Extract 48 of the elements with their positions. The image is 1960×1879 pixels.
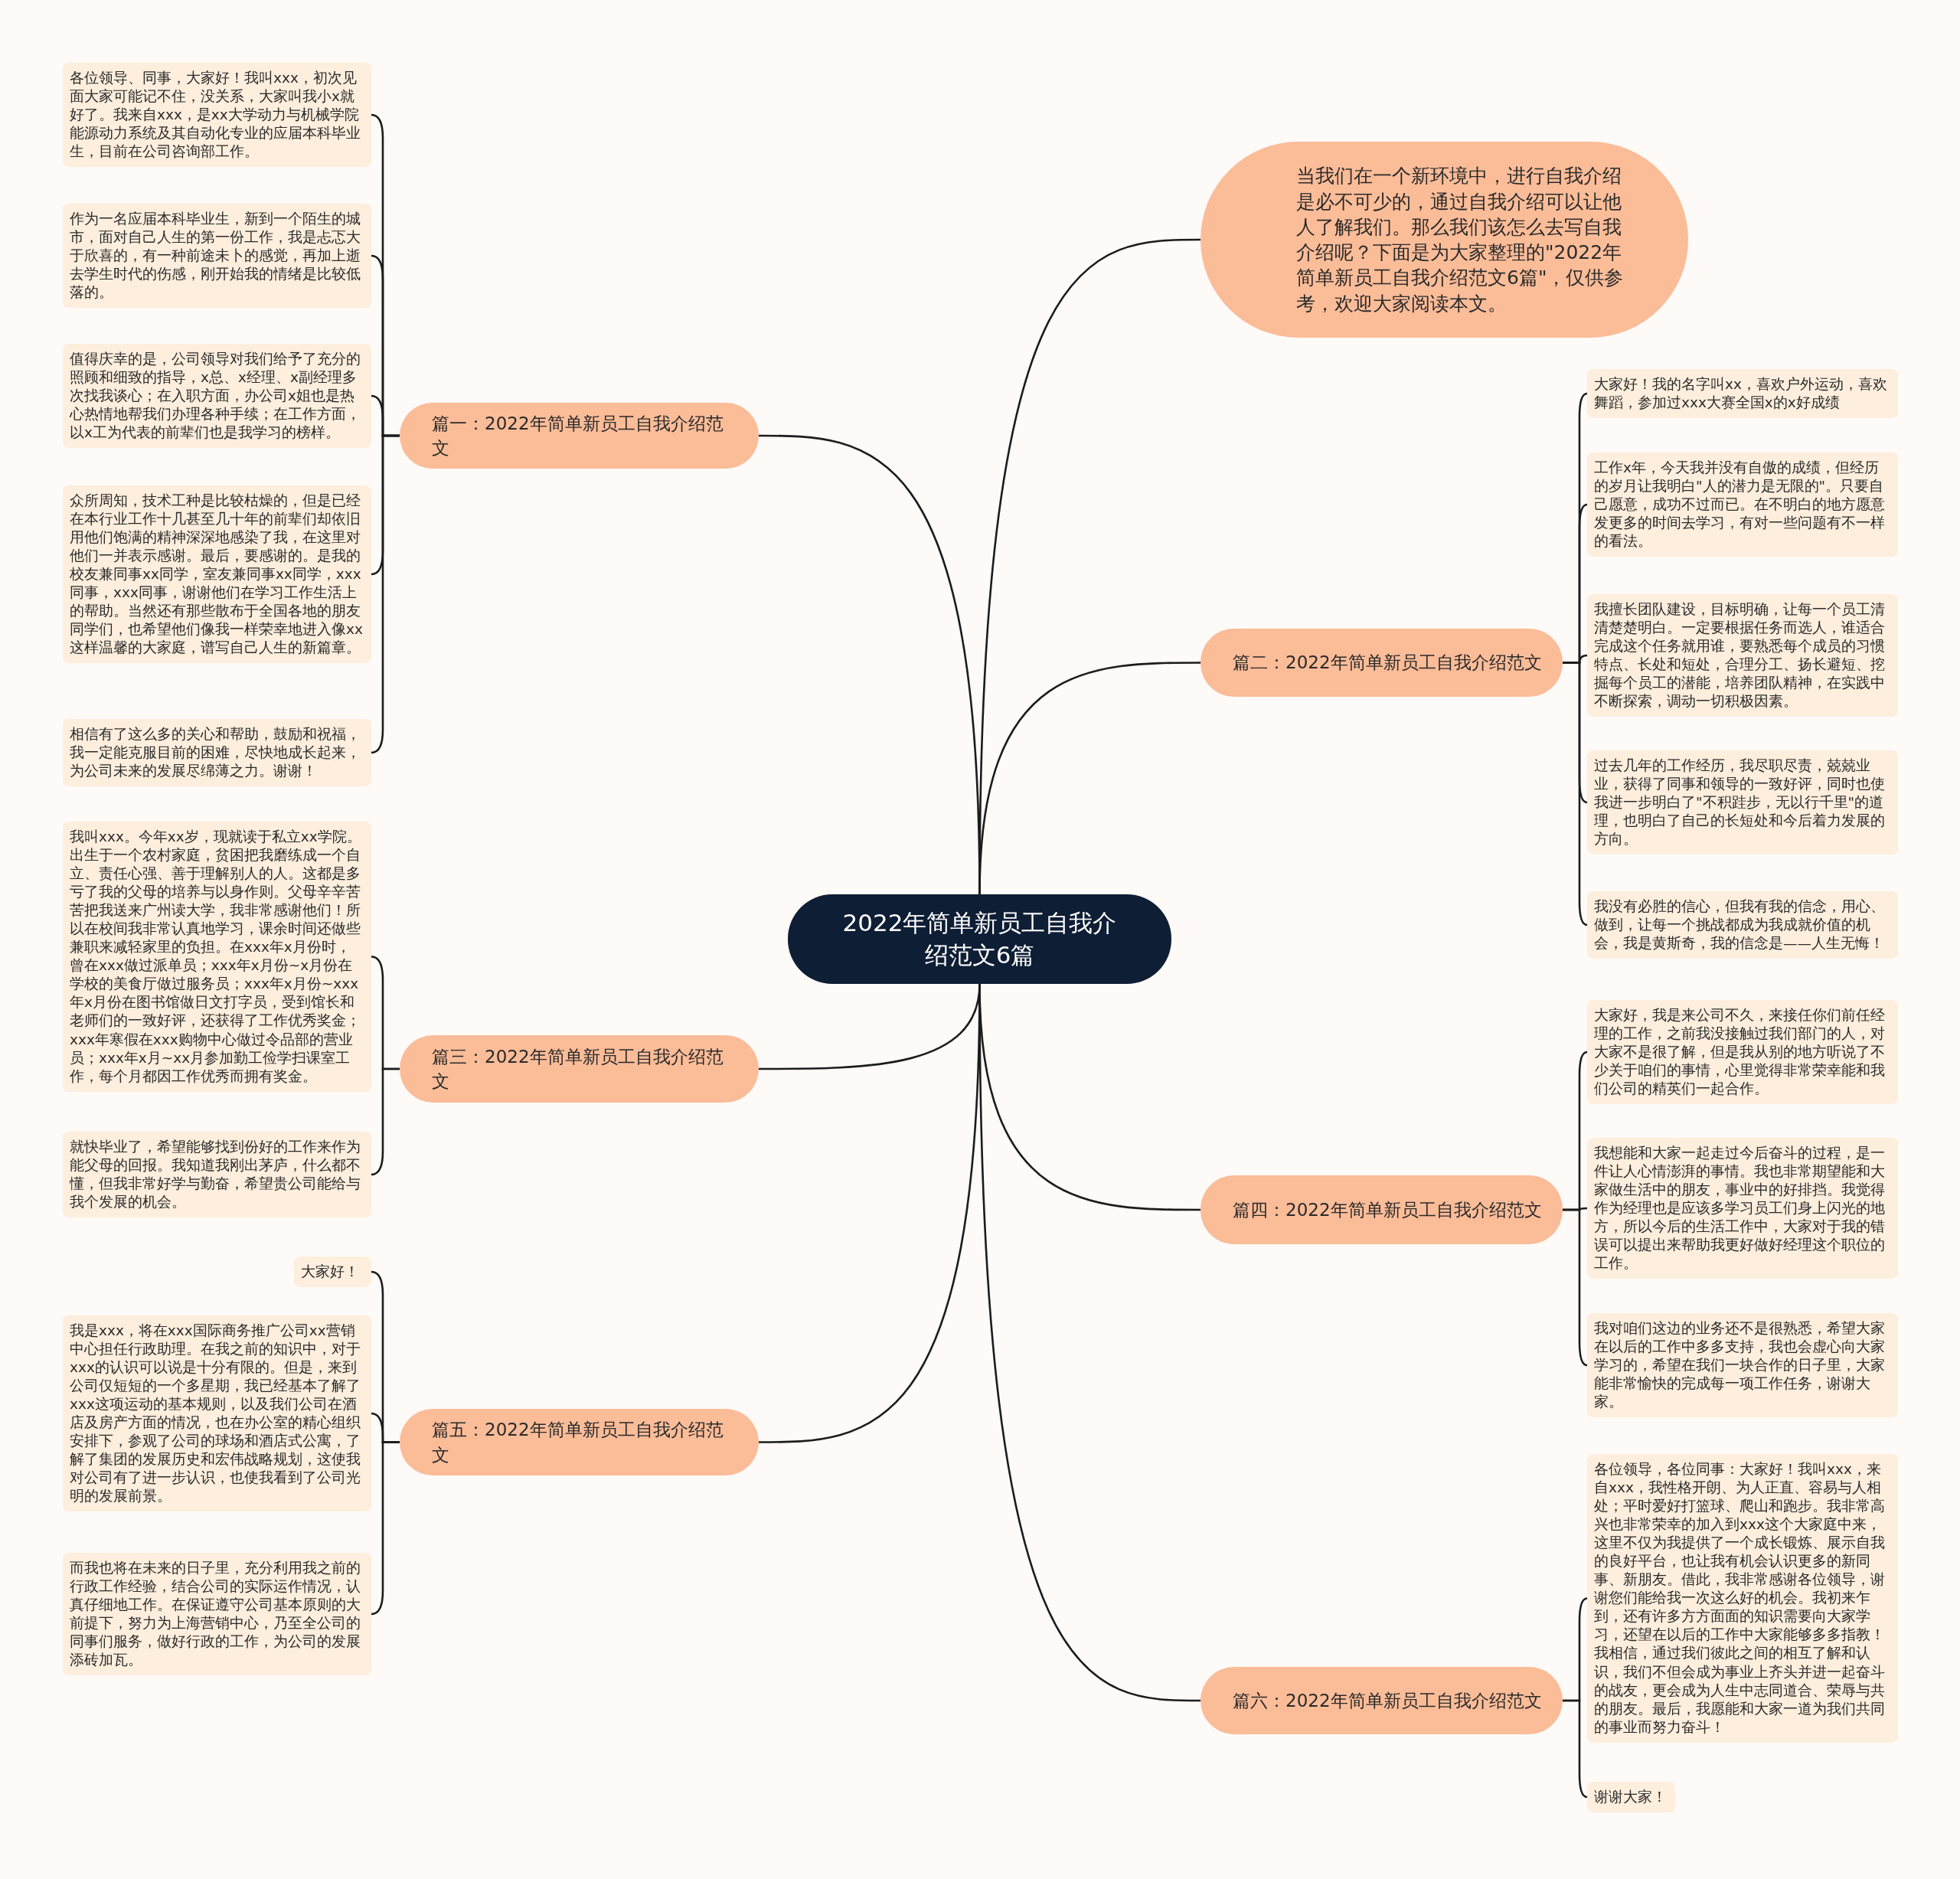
topic-text: 2022年简单新员工自我介绍范文6篇	[841, 907, 1118, 970]
leaf-note-card	[1587, 750, 1898, 855]
topic-text: 篇二：2022年简单新员工自我介绍范文	[1233, 652, 1542, 675]
leaf-note-card	[1587, 453, 1898, 557]
connector-line	[371, 434, 400, 754]
leaf-note-card	[63, 344, 371, 449]
topic-text: 大家好！	[301, 1263, 360, 1281]
leaf-note-card	[1587, 369, 1898, 419]
leaf-note-card	[1587, 1782, 1675, 1813]
leaf-note-card	[63, 1132, 371, 1218]
topic-text: 我擅长团队建设，目标明确，让每一个员工清清楚楚明白。一定要根据任务而选人，谁适合完成这个任务就用谁，要熟悉每个成员的习惯特点、长处和短处，合理分工、扬长避短、挖掘每个员工的潜能，培养团队精神，在实践中不断探索，调动一切积极因素。	[1594, 600, 1886, 711]
topic-text: 篇四：2022年简单新员工自我介绍范文	[1233, 1198, 1542, 1221]
topic-text: 就快毕业了，希望能够找到份好的工作来作为能父母的回报。我知道我刚出茅庐，什么都不懂，但我非常好学与勤奋，希望贵公司能给与我个发展的机会。	[70, 1138, 361, 1212]
topic-text: 我是xxx，将在xxx国际商务推广公司xx营销中心担任行政助理。在我之前的知识中，对于xxx的认识可以说是十分有限的。但是，来到公司仅短短的一个多星期，我已经基本了解了xxx这项运动的基本规则，以及我们公司在酒店及房产方面的情况，也在办公室的精心组织安排下，参观了公司的球场和酒店式公寓，了解了集团的发展历史和宏伟战略规划，这使我对公司有了进一步认识，也使我看到了公司光明的发展前景。	[70, 1322, 361, 1506]
topic-text: 工作x年，今天我并没有自傲的成绩，但经历的岁月让我明白"人的潜力是无限的"。只要自己愿意，成功不过而已。在不明白的地方愿意发更多的时间去学习，有对一些问题有不一样的看法。	[1594, 459, 1886, 551]
topic-text: 众所周知，技术工种是比较枯燥的，但是已经在本行业工作十几甚至几十年的前辈们却依旧用他们饱满的精神深深地感染了我，在这里对他们一并表示感谢。最后，要感谢的。是我的校友兼同事xx同学，室友兼同事xx同学，xxx同事，xxx同事，谢谢他们在学习工作生活上的帮助。当然还有那些散布于全国各地的朋友同学们，也希望他们像我一样荣幸地进入像xx这样温馨的大家庭，谱写自己人生的新篇章。	[70, 492, 364, 658]
topic-text: 我对咱们这边的业务还不是很熟悉，希望大家在以后的工作中多多支持，我也会虚心向大家学习的，希望在我们一块合作的日子里，大家能非常愉快的完成每一项工作任务，谢谢大家。	[1594, 1319, 1886, 1412]
leaf-note-card	[63, 719, 371, 787]
topic-text: 作为一名应届本科毕业生，新到一个陌生的城市，面对自己人生的第一份工作，我是忐忑大于欣喜的，有一种前途未卜的感觉，再加上逝去学生时代的伤感，刚开始我的情绪是比较低落的。	[70, 210, 361, 302]
topic-text: 我没有必胜的信心，但我有我的信念，用心、做到，让每一个挑战都成为我成就价值的机会，我是黄斯奇，我的信念是——人生无悔！	[1594, 897, 1886, 953]
topic-text: 而我也将在未来的日子里，充分利用我之前的行政工作经验，结合公司的实际运作情况，认真仔细地工作。在保证遵守公司基本原则的大前提下，努力为上海营销中心，乃至全公司的同事们服务，做好行政的工作，为公司的发展添砖加瓦。	[70, 1559, 361, 1670]
connector-line	[1563, 1699, 1588, 1799]
leaf-note-card	[63, 204, 371, 309]
topic-text: 我叫xxx。今年xx岁，现就读于私立xx学院。出生于一个农村家庭，贫困把我磨练成一个自立、责任心强、善于理解别人的人。这都是多亏了我的父母的培养与以身作则。父母辛辛苦苦把我送来广州读大学，我非常感谢他们！所以在校间我非常认真地学习，课余时间还做些兼职来减轻家里的负担。在xxx年x月份时，曾在xxx做过派单员；xxx年x月份~x月份在学校的美食厅做过服务员；xxx年x月份~xxx年x月份在图书馆做日文打字员，受到馆长和老师们的一致好评，还获得了工作优秀奖金；xxx年寒假在xxx购物中心做过令品部的营业员；xxx年x月~xx月参加勤工俭学扫课室工作，每个月都因工作优秀而拥有奖金。	[70, 828, 362, 1086]
leaf-note-card	[294, 1256, 371, 1288]
topic-text: 值得庆幸的是，公司领导对我们给予了充分的照顾和细致的指导，x总、x经理、x副经理多次找我谈心；在入职方面，办公司x姐也是热心热情地帮我们办理各种手续；在工作方面，以x工为代表的前辈们也是我学习的榜样。	[70, 350, 361, 443]
topic-text: 我想能和大家一起走过今后奋斗的过程，是一件让人心情澎湃的事情。我也非常期望能和大家做生活中的朋友，事业中的好排挡。我觉得作为经理也是应该多学习员工们身上闪光的地方，所以今后的生活工作中，大家对于我的错误可以提出来帮助我更好做好经理这个职位的工作。	[1594, 1144, 1886, 1273]
leaf-note-card	[63, 63, 371, 168]
leaf-note-card	[1587, 594, 1898, 717]
connector-line	[371, 1067, 400, 1176]
topic-text: 大家好，我是来公司不久，来接任你们前任经理的工作，之前我没接触过我们部门的人，对大家不是很了解，但是我从别的地方听说了不少关于咱们的事情，心里觉得非常荣幸能和我们公司的精英们一起合作。	[1594, 1006, 1886, 1099]
topic-text: 过去几年的工作经历，我尽职尽责，兢兢业业，获得了同事和领导的一致好评，同时也使我进一步明白了"不积跬步，无以行千里"的道理，也明白了自己的长短处和今后着力发展的方向。	[1594, 757, 1886, 849]
connector-line	[1563, 1208, 1588, 1367]
topic-text: 各位领导、同事，大家好！我叫xxx，初次见面大家可能记不住，没关系，大家叫我小x就好了。我来自xxx，是xx大学动力与机械学院能源动力系统及其自动化专业的应届本科毕业生，目前在公司咨询部工作。	[70, 69, 361, 162]
connector-line	[371, 1441, 400, 1616]
topic-text: 大家好！我的名字叫xx，喜欢户外运动，喜欢舞蹈，参加过xxx大赛全国x的x好成绩	[1594, 375, 1888, 413]
topic-text: 相信有了这么多的关心和帮助，鼓励和祝福，我一定能克服目前的困难，尽快地成长起来，为公司未来的发展尽绵薄之力。谢谢！	[70, 725, 361, 781]
topic-text: 篇五：2022年简单新员工自我介绍范文	[432, 1419, 724, 1466]
topic-text: 篇一：2022年简单新员工自我介绍范文	[432, 412, 724, 459]
leaf-note-card	[1587, 1313, 1898, 1418]
leaf-note-card	[1587, 1000, 1898, 1105]
topic-text: 当我们在一个新环境中，进行自我介绍是必不可少的，通过自我介绍可以让他人了解我们。那么我们该怎么去写自我介绍呢？下面是为大家整理的"2022年简单新员工自我介绍范文6篇"，仅供参考，欢迎大家阅读本文。	[1296, 164, 1625, 316]
connector-line	[978, 662, 1200, 895]
topic-text: 谢谢大家！	[1594, 1788, 1668, 1806]
topic-text: 各位领导，各位同事：大家好！我叫xxx，来自xxx，我性格开朗、为人正直、容易与人相处；平时爱好打篮球、爬山和跑步。我非常高兴也非常荣幸的加入到xxx这个大家庭中来，这里不仅为我提供了一个成长锻炼、展示自我的良好平台，也让我有机会认识更多的新同事、新朋友。借此，我非常感谢各位领导，谢谢您们能给我一次这么好的机会。我初来乍到，还有许多方方面面的知识需要向大家学习，还望在以后的工作中大家能够多多指教！我相信，通过我们彼此之间的相互了解和认识，我们不但会成为事业上齐头并进一起奋斗的战友，更会成为人生中志同道合、荣辱与共的朋友。最后，我愿能和大家一道为我们共同的事业而努力奋斗！	[1594, 1460, 1886, 1737]
topic-text: 篇六：2022年简单新员工自我介绍范文	[1233, 1689, 1542, 1712]
leaf-note-card	[1587, 891, 1898, 959]
topic-text: 篇三：2022年简单新员工自我介绍范文	[432, 1045, 724, 1093]
